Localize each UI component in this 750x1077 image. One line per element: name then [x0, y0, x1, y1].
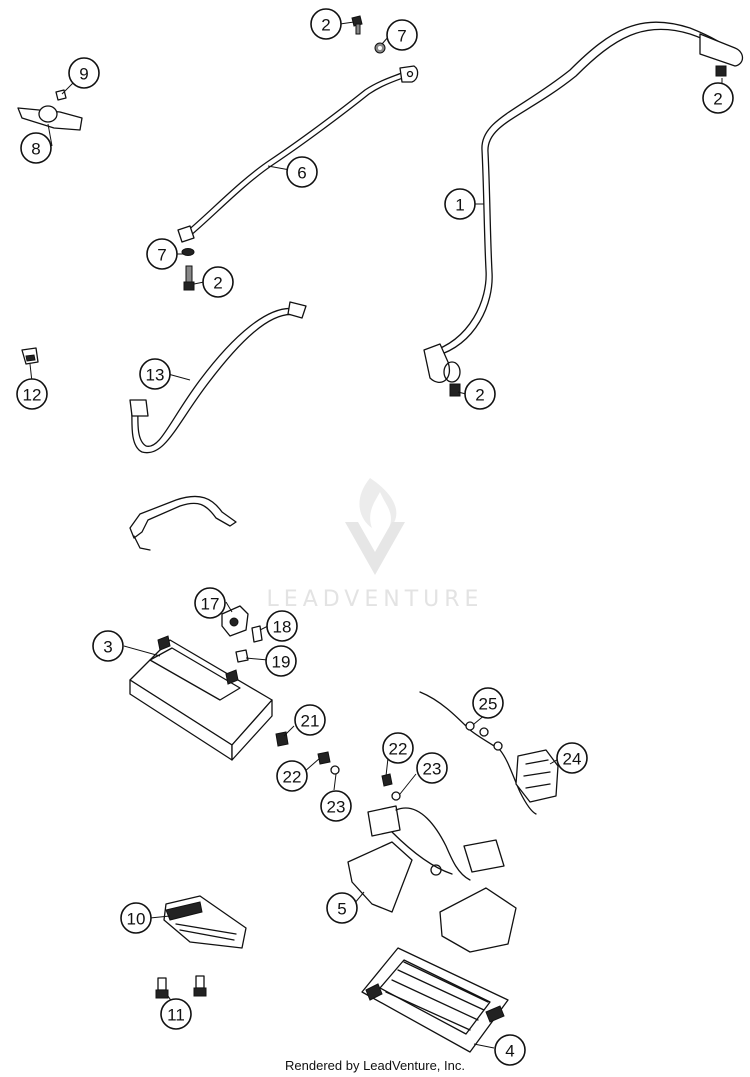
callout-label: 6	[297, 164, 306, 183]
callout-label: 25	[479, 695, 498, 714]
bolt-2-mid	[183, 265, 195, 291]
callout-2: 2	[702, 82, 734, 114]
callout-19: 19	[265, 645, 297, 677]
callout-23: 23	[320, 790, 352, 822]
bolts-11	[155, 975, 207, 999]
callout-label: 24	[563, 750, 582, 769]
callout-label: 9	[79, 65, 88, 84]
callout-label: 19	[272, 653, 291, 672]
connector-24	[515, 749, 559, 803]
callout-label: 18	[273, 618, 292, 637]
callout-label: 7	[157, 246, 166, 265]
callout-label: 10	[127, 910, 146, 929]
callout-label: 2	[213, 274, 222, 293]
callout-label: 8	[31, 140, 40, 159]
callout-label: 4	[505, 1042, 514, 1061]
footer-credit: Rendered by LeadVenture, Inc.	[285, 1058, 465, 1073]
callout-label: 7	[397, 27, 406, 46]
callout-21: 21	[294, 704, 326, 736]
callout-2: 2	[464, 378, 496, 410]
cable-13	[129, 301, 307, 454]
callout-label: 22	[283, 768, 302, 787]
washer-23-right	[391, 791, 401, 801]
callout-label: 21	[301, 712, 320, 731]
battery-3	[129, 635, 273, 761]
callout-11: 11	[160, 998, 192, 1030]
callout-label: 17	[201, 595, 220, 614]
callout-label: 5	[337, 900, 346, 919]
part-17-terminal-cover	[221, 605, 249, 637]
callout-label: 23	[423, 760, 442, 779]
part-12-relay	[21, 347, 39, 365]
callout-12: 12	[16, 378, 48, 410]
callout-label: 2	[713, 90, 722, 109]
callout-25: 25	[472, 687, 504, 719]
callout-1: 1	[444, 188, 476, 220]
part-8-terminal	[17, 105, 83, 131]
callout-label: 23	[327, 798, 346, 817]
harness-5	[347, 805, 517, 953]
callout-22: 22	[382, 732, 414, 764]
callout-4: 4	[494, 1034, 526, 1066]
screw-22-right	[381, 773, 393, 787]
callout-3: 3	[92, 630, 124, 662]
callout-23: 23	[416, 752, 448, 784]
callout-label: 11	[167, 1006, 185, 1025]
washer-7-top	[374, 42, 386, 54]
callout-label: 12	[23, 386, 42, 405]
callout-label: 2	[475, 386, 484, 405]
callout-7: 7	[146, 238, 178, 270]
part-18-screw	[251, 625, 263, 643]
regulator-10	[163, 895, 247, 949]
callout-8: 8	[20, 132, 52, 164]
part-19-nut	[235, 649, 249, 663]
callout-17: 17	[194, 587, 226, 619]
callout-24: 24	[556, 742, 588, 774]
watermark-logo: LEADVENTURE	[267, 478, 484, 612]
callout-label: 22	[389, 740, 408, 759]
callout-9: 9	[68, 57, 100, 89]
battery-holder-bracket	[129, 495, 237, 551]
callout-13: 13	[139, 358, 171, 390]
washer-7-mid	[181, 248, 195, 256]
callout-2: 2	[202, 266, 234, 298]
callout-label: 2	[321, 16, 330, 35]
screw-22-left	[317, 751, 331, 765]
callout-18: 18	[266, 610, 298, 642]
callout-6: 6	[286, 156, 318, 188]
washer-23-left	[330, 765, 340, 775]
wire-25	[419, 691, 537, 815]
callout-label: 3	[103, 638, 112, 657]
battery-cable-1	[423, 21, 744, 383]
callout-label: 13	[146, 366, 165, 385]
control-unit-4	[361, 947, 509, 1053]
watermark-text: LEADVENTURE	[267, 587, 484, 612]
callout-label: 1	[455, 196, 464, 215]
callout-5: 5	[326, 892, 358, 924]
cable-6	[177, 65, 419, 243]
bolt-2-top	[351, 15, 363, 35]
callout-10: 10	[120, 902, 152, 934]
callout-22: 22	[276, 760, 308, 792]
callout-7: 7	[386, 19, 418, 51]
bolt-2-right-top	[715, 65, 727, 77]
callout-2: 2	[310, 8, 342, 40]
bolt-2-right-bottom	[449, 383, 461, 397]
